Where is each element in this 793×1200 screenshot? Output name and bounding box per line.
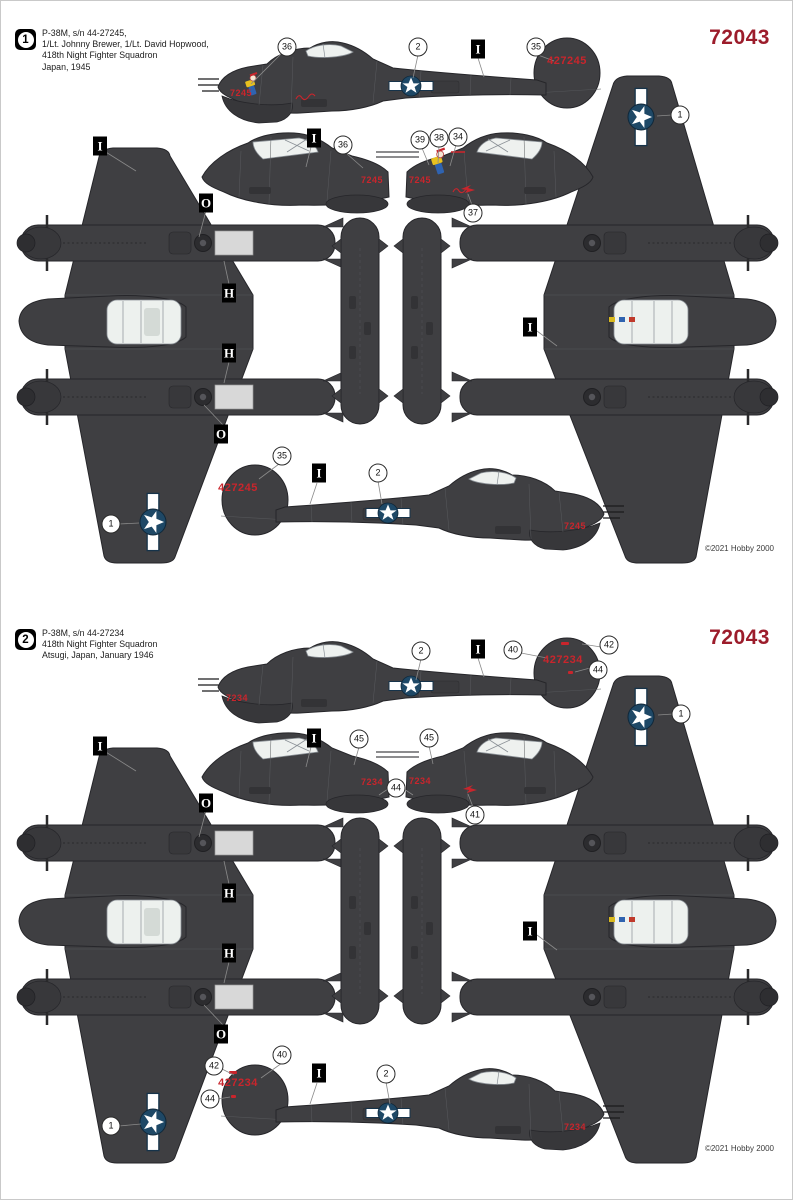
scheme-1-artwork — [1, 37, 793, 601]
callout-44: 44 — [588, 660, 608, 680]
side-profile-top — [197, 637, 602, 724]
stencil-O: O — [214, 424, 228, 444]
nose-number: 7245 — [563, 521, 587, 531]
callout-37: 37 — [463, 203, 483, 223]
info-line: 1/Lt. Johnny Brewer, 1/Lt. David Hopwood… — [42, 39, 209, 50]
stencil-I: I — [93, 736, 107, 756]
scheme-2: 2 P-38M, s/n 44-27234 418th Night Fighte… — [1, 601, 793, 1200]
callout-44: 44 — [386, 778, 406, 798]
callout-2: 2 — [376, 1064, 396, 1084]
callout-40: 40 — [272, 1045, 292, 1065]
callout-45: 45 — [349, 729, 369, 749]
tail-serial: 427234 — [218, 1077, 258, 1089]
scheme-2-artwork — [1, 637, 793, 1200]
callout-1: 1 — [101, 514, 121, 534]
scheme-number-badge: 2 — [15, 629, 36, 650]
stencil-I: I — [471, 639, 485, 659]
callout-35: 35 — [526, 37, 546, 57]
stencil-I: I — [523, 317, 537, 337]
copyright: ©2021 Hobby 2000 — [704, 544, 774, 553]
stencil-I: I — [471, 39, 485, 59]
stencil-I: I — [307, 728, 321, 748]
side-profile-bottom — [220, 464, 625, 551]
scheme-number: 1 — [17, 31, 34, 48]
stencil-H: H — [222, 943, 236, 963]
callout-39: 39 — [410, 130, 430, 150]
stencil-I: I — [93, 136, 107, 156]
callout-38: 38 — [429, 128, 449, 148]
callout-1: 1 — [670, 105, 690, 125]
nose-number: 7234 — [360, 777, 384, 787]
callout-45: 45 — [419, 728, 439, 748]
stencil-I: I — [523, 921, 537, 941]
scheme-1: 1 P-38M, s/n 44-27245, 1/Lt. Johnny Brew… — [1, 1, 793, 601]
callout-36: 36 — [277, 37, 297, 57]
info-line: P-38M, s/n 44-27245, — [42, 28, 127, 38]
callout-42: 42 — [599, 635, 619, 655]
stencil-O: O — [199, 793, 213, 813]
nose-view-left — [201, 132, 405, 214]
info-line: 418th Night Fighter Squadron — [42, 50, 158, 61]
nose-number: 7245 — [408, 175, 432, 185]
nose-number: 7234 — [408, 776, 432, 786]
nose-number: 7245 — [360, 175, 384, 185]
callout-36: 36 — [333, 135, 353, 155]
stencil-H: H — [222, 343, 236, 363]
catalog-number: 72043 — [709, 26, 770, 49]
copyright: ©2021 Hobby 2000 — [704, 1144, 774, 1153]
scheme-info: P-38M, s/n 44-27245, 1/Lt. Johnny Brewer… — [42, 28, 209, 73]
tail-serial: 427245 — [218, 482, 258, 494]
info-line: 418th Night Fighter Squadron — [42, 639, 158, 650]
callout-35: 35 — [272, 446, 292, 466]
stencil-I: I — [307, 128, 321, 148]
callout-2: 2 — [411, 641, 431, 661]
info-line: Japan, 1945 — [42, 61, 91, 72]
callout-34: 34 — [448, 127, 468, 147]
stencil-O: O — [199, 193, 213, 213]
stencil-O: O — [214, 1024, 228, 1044]
red-stencil-marks — [229, 642, 573, 1098]
callout-42: 42 — [204, 1056, 224, 1076]
nose-number: 7234 — [225, 693, 249, 703]
callout-2: 2 — [408, 37, 428, 57]
callout-1: 1 — [671, 704, 691, 724]
stencil-H: H — [222, 283, 236, 303]
info-line: Atsugi, Japan, January 1946 — [42, 650, 154, 661]
callout-41: 41 — [465, 805, 485, 825]
nose-view-right — [390, 732, 594, 814]
scheme-number: 2 — [17, 631, 34, 648]
info-line: P-38M, s/n 44-27234 — [42, 628, 125, 638]
nose-art-group — [243, 72, 475, 194]
stencil-I: I — [312, 1063, 326, 1083]
scheme-number-badge: 1 — [15, 29, 36, 50]
leader-lines — [100, 51, 673, 525]
stencil-I: I — [312, 463, 326, 483]
callout-44: 44 — [200, 1089, 220, 1109]
nose-view-left — [201, 732, 405, 814]
side-profile-bottom — [220, 1064, 625, 1151]
callout-40: 40 — [503, 640, 523, 660]
stencil-H: H — [222, 883, 236, 903]
tail-serial: 427245 — [547, 55, 587, 67]
nose-number: 7234 — [563, 1122, 587, 1132]
tail-serial: 427234 — [543, 654, 583, 666]
scheme-info: P-38M, s/n 44-27234 418th Night Fighter … — [42, 628, 157, 662]
leader-lines — [100, 643, 674, 1127]
callout-2: 2 — [368, 463, 388, 483]
nose-number: 7245 — [229, 88, 253, 98]
callout-1: 1 — [101, 1116, 121, 1136]
catalog-number: 72043 — [709, 626, 770, 649]
